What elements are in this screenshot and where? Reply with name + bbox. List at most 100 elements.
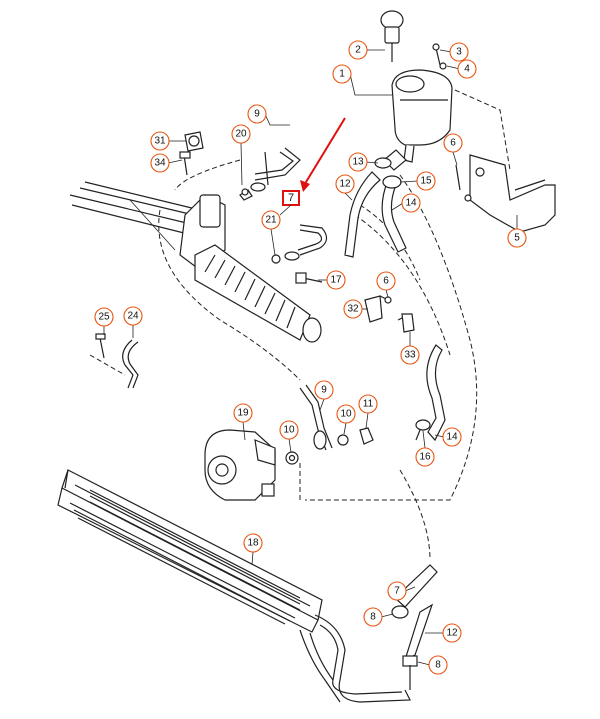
callout-circle (335, 174, 355, 194)
callout-6: 6 (443, 133, 463, 153)
callout-number: 1 (339, 69, 345, 80)
callout-4: 4 (457, 59, 477, 79)
power-steering-pump (204, 384, 374, 501)
highlight-arrowhead (300, 180, 310, 192)
callout-25: 25 (94, 307, 114, 327)
cooler-lines (299, 564, 438, 703)
callout-circle (416, 171, 436, 191)
callout-6: 6 (376, 271, 396, 291)
callout-number: 15 (420, 176, 432, 187)
leader-lines (103, 49, 518, 666)
callout-number: 10 (340, 409, 352, 420)
callout-number: 9 (254, 109, 260, 120)
callout-circle (326, 270, 346, 290)
callout-circle (247, 104, 267, 124)
callout-2: 2 (348, 40, 368, 60)
callout-9: 9 (314, 380, 334, 400)
callout-number: 10 (283, 425, 295, 436)
callout-circle (376, 271, 396, 291)
callout-number: 14 (405, 198, 417, 209)
callout-number: 34 (154, 158, 166, 169)
callout-16: 16 (415, 447, 435, 467)
callout-14: 14 (442, 427, 462, 447)
callout-circle (387, 581, 407, 601)
callout-number: 20 (235, 129, 247, 140)
callout-circle (150, 153, 170, 173)
callout-33: 33 (400, 345, 420, 365)
highlight-part-7: 7 (279, 117, 346, 216)
callout-circle (428, 655, 448, 675)
callout-3: 3 (449, 42, 469, 62)
callout-31: 31 (150, 131, 170, 151)
oil-cooler (57, 469, 323, 633)
callout-number: 21 (265, 215, 277, 226)
callout-circle (348, 152, 368, 172)
callout-number: 12 (339, 179, 351, 190)
callout-13: 13 (348, 152, 368, 172)
callout-number: 14 (446, 432, 458, 443)
callout-circle (261, 210, 281, 230)
callout-circle (94, 307, 114, 327)
reference-lines (89, 89, 511, 561)
callout-circle (243, 533, 263, 553)
callout-circle (507, 228, 527, 248)
callout-number: 11 (363, 399, 374, 410)
highlight-arrow (302, 117, 346, 188)
callout-12: 12 (335, 174, 355, 194)
pressure-lines (239, 147, 328, 264)
callout-21: 21 (261, 210, 281, 230)
callout-11: 11 (358, 394, 378, 414)
callout-number: 19 (237, 408, 249, 419)
callout-circle (314, 380, 334, 400)
highlight-label: 7 (288, 192, 294, 204)
callout-number: 16 (419, 452, 431, 463)
callout-circle (400, 345, 420, 365)
callout-circle (442, 427, 462, 447)
steering-gear (179, 194, 322, 343)
small-fittings (295, 272, 415, 333)
lower-return-hose (415, 344, 446, 442)
callout-number: 6 (450, 138, 456, 149)
callout-number: 24 (127, 311, 139, 322)
callout-number: 4 (464, 64, 470, 75)
callout-number: 18 (247, 538, 259, 549)
callout-number: 8 (370, 612, 376, 623)
bellows (204, 254, 296, 329)
callout-circle (150, 131, 170, 151)
callout-5: 5 (507, 228, 527, 248)
callout-18: 18 (243, 533, 263, 553)
callout-circle (363, 607, 383, 627)
callout-number: 3 (456, 47, 462, 58)
callout-number: 7 (394, 586, 400, 597)
callout-circle (415, 447, 435, 467)
callout-number: 31 (154, 136, 166, 147)
callout-circle (401, 193, 421, 213)
reservoir (383, 69, 453, 171)
clip-24-25 (95, 333, 139, 389)
callout-number: 33 (404, 350, 416, 361)
callout-circle (231, 124, 251, 144)
callout-circle (457, 59, 477, 79)
callout-number: 13 (352, 157, 364, 168)
callout-circle (442, 623, 462, 643)
bracket (455, 154, 556, 233)
callout-circle (343, 299, 363, 319)
callout-12: 12 (442, 623, 462, 643)
callout-10: 10 (279, 420, 299, 440)
callout-circle (449, 42, 469, 62)
callout-1: 1 (332, 64, 352, 84)
callout-circle (279, 420, 299, 440)
callout-circle (233, 403, 253, 423)
callout-number: 32 (347, 304, 359, 315)
callout-number: 17 (330, 275, 342, 286)
upper-hoses (344, 157, 407, 258)
callout-17: 17 (326, 270, 346, 290)
hose-clip-31 (179, 131, 204, 176)
callout-circle (443, 133, 463, 153)
callout-34: 34 (150, 153, 170, 173)
steering-rack-tubes (69, 181, 201, 251)
callout-8: 8 (363, 607, 383, 627)
callout-15: 15 (416, 171, 436, 191)
callout-number: 8 (435, 660, 441, 671)
